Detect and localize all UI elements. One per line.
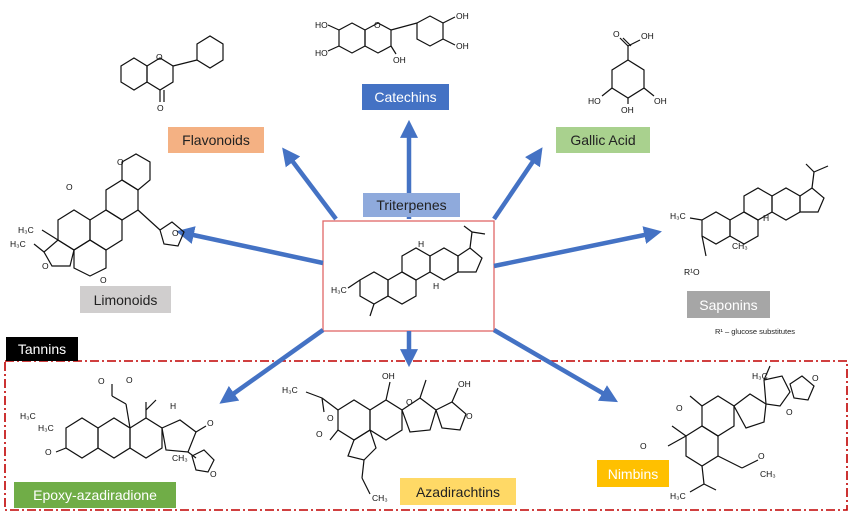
saponin-structure	[689, 163, 829, 257]
atom-label: CH₃	[372, 493, 388, 503]
arrow-to-limonoids	[176, 226, 324, 266]
atom-label: H	[418, 239, 425, 249]
triterpenes-label: Triterpenes	[363, 193, 460, 217]
atom-label: OH	[382, 371, 395, 381]
saponins-label: Saponins	[687, 291, 770, 318]
atom-label: O	[126, 375, 133, 385]
atom-label: O	[613, 29, 620, 39]
tannins-group-box	[4, 360, 848, 511]
atom-label: O	[98, 376, 105, 386]
catechin-structure	[327, 15, 456, 55]
atom-label: H₃C	[282, 385, 298, 395]
atom-label: OH	[621, 105, 634, 115]
atom-label: O	[406, 397, 413, 407]
limonoid-structure	[33, 153, 185, 277]
flavonoids-label: Flavonoids	[168, 127, 264, 153]
atom-label: H₃C	[18, 225, 34, 235]
tannins-label: Tannins	[6, 337, 78, 361]
atom-label: CH₃	[760, 469, 776, 479]
gallic-acid-label: Gallic Acid	[556, 127, 650, 153]
glucose-note: R¹ – glucose substitutes	[715, 327, 796, 336]
limonoids-label: Limonoids	[80, 286, 171, 313]
atom-label: OH	[456, 41, 469, 51]
atom-label: O	[100, 275, 107, 285]
atom-label: OH	[654, 96, 667, 106]
arrow-to-nimbins	[492, 328, 619, 403]
arrow-to-epoxy-azadiradione	[219, 328, 325, 404]
azadirachtins-label: Azadirachtins	[400, 478, 516, 505]
epoxy-azadiradione-label: Epoxy-azadiradione	[14, 482, 176, 508]
atom-label: R¹O	[684, 267, 700, 277]
atom-label: HO	[315, 20, 328, 30]
flavonoid-structure	[120, 35, 224, 102]
atom-label: HO	[315, 48, 328, 58]
atom-label: H₃C	[670, 491, 686, 501]
atom-label: H₃C	[20, 411, 36, 421]
triterpene-structure	[347, 225, 486, 317]
nimbins-label: Nimbins	[597, 460, 669, 487]
atom-label: O	[117, 157, 124, 167]
atom-label: H₃C	[670, 211, 686, 221]
azadirachtin-structure	[305, 379, 467, 495]
atom-label: OH	[456, 11, 469, 21]
atom-label: O	[45, 447, 52, 457]
atom-label: CH₃	[732, 241, 748, 251]
atom-label: O	[66, 182, 73, 192]
atom-label: OH	[458, 379, 471, 389]
catechins-label: Catechins	[362, 84, 449, 110]
atom-label: O	[210, 469, 217, 479]
atom-label: H	[763, 213, 770, 223]
atom-label: O	[316, 429, 323, 439]
atom-label: OH	[393, 55, 406, 65]
atom-label: HO	[588, 96, 601, 106]
atom-label: O	[207, 418, 214, 428]
atom-label: O	[466, 411, 473, 421]
atom-label: O	[42, 261, 49, 271]
atom-label: H	[170, 401, 177, 411]
atom-label: H₃C	[331, 285, 347, 295]
atom-label: O	[172, 228, 179, 238]
atom-label: OH	[641, 31, 654, 41]
atom-label: O	[327, 413, 334, 423]
epoxy-azadiradione-structure	[55, 384, 215, 473]
nimbin-structure	[667, 365, 815, 493]
atom-label: O	[156, 52, 163, 62]
atom-label: O	[374, 20, 381, 30]
atom-label: O	[758, 451, 765, 461]
atom-label: CH₃	[172, 453, 188, 463]
atom-label: O	[640, 441, 647, 451]
arrow-to-flavonoids	[282, 147, 338, 221]
atom-label: H₃C	[752, 371, 768, 381]
atom-label: H₃C	[38, 423, 54, 433]
arrow-to-gallic-acid	[492, 147, 543, 221]
atom-label: H₃C	[10, 239, 26, 249]
atom-label: O	[786, 407, 793, 417]
atom-label: O	[676, 403, 683, 413]
atom-label: H	[433, 281, 440, 291]
gallic-acid-structure	[601, 37, 655, 104]
atom-label: O	[157, 103, 164, 113]
atom-label: O	[812, 373, 819, 383]
arrow-to-saponins	[493, 226, 662, 269]
